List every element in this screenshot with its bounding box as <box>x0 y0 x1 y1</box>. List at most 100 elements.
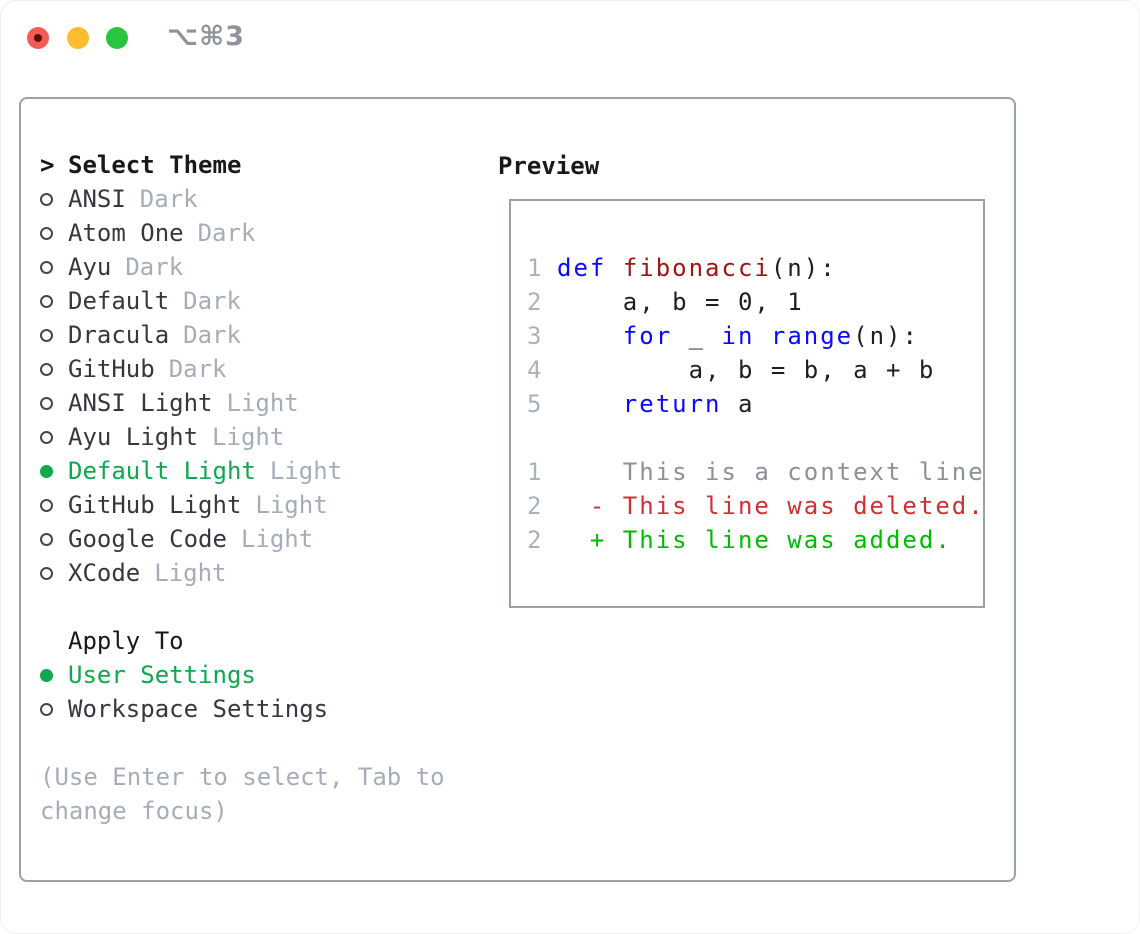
theme-option-label: Atom One <box>68 219 184 247</box>
radio-selected-icon <box>40 668 53 682</box>
theme-option-label: GitHub <box>68 355 155 383</box>
line-number: 4 <box>527 356 544 384</box>
code-token: return <box>622 390 722 418</box>
help-text-line-2: change focus) <box>40 794 445 828</box>
radio-unselected-icon <box>40 532 53 546</box>
code-token: fibonacci <box>622 254 771 282</box>
theme-variant-label: Dark <box>168 355 227 383</box>
radio-unselected-icon <box>40 260 53 274</box>
theme-option-label: Default Light <box>68 457 256 485</box>
spacer-row <box>40 726 445 760</box>
theme-variant-label: Light <box>255 491 328 519</box>
code-token: def <box>557 254 607 282</box>
code-line: 3 for _ in range(n): <box>527 319 983 353</box>
theme-option[interactable]: GitHub Dark <box>40 352 445 386</box>
radio-unselected-icon <box>40 396 53 410</box>
code-token: in <box>721 322 755 350</box>
theme-picker-header: > Select Theme <box>40 148 445 182</box>
code-line: 4 a, b = b, a + b <box>527 353 983 387</box>
radio-selected-icon <box>40 464 53 478</box>
code-token <box>557 390 623 418</box>
radio-unselected-icon <box>40 226 53 240</box>
apply-to-header-label: Apply To <box>68 627 184 655</box>
code-token: - This line was deleted. <box>557 492 985 520</box>
code-token <box>557 322 623 350</box>
radio-unselected-icon <box>40 702 53 716</box>
theme-option[interactable]: Default Dark <box>40 284 445 318</box>
apply-option-label: User Settings <box>68 661 256 689</box>
theme-variant-label: Light <box>269 457 343 485</box>
theme-variant-label: Light <box>240 525 314 553</box>
line-number: 2 <box>527 288 544 316</box>
radio-unselected-icon <box>40 498 53 512</box>
theme-variant-label: Dark <box>183 287 241 315</box>
theme-variant-label: Dark <box>139 185 198 213</box>
code-token: _ <box>672 322 722 350</box>
prompt-icon: > <box>40 151 55 179</box>
code-token: for <box>622 322 673 350</box>
line-number: 1 <box>527 458 544 486</box>
theme-option-label: ANSI Light <box>68 389 213 417</box>
minimize-button[interactable] <box>67 27 89 49</box>
theme-option[interactable]: Atom One Dark <box>40 216 445 250</box>
preview-title: Preview <box>498 152 600 180</box>
theme-option[interactable]: Default Light Light <box>40 454 445 488</box>
theme-option[interactable]: ANSI Dark <box>40 182 445 216</box>
theme-option-label: XCode <box>68 559 141 587</box>
theme-option-label: Default <box>68 287 170 315</box>
radio-unselected-icon <box>40 566 53 580</box>
code-token <box>754 322 770 350</box>
diff-line: 2 + This line was added. <box>527 523 983 557</box>
theme-variant-label: Light <box>154 559 227 587</box>
theme-option[interactable]: XCode Light <box>40 556 445 590</box>
apply-option[interactable]: User Settings <box>40 658 445 692</box>
theme-option[interactable]: Ayu Light Light <box>40 420 445 454</box>
theme-variant-label: Dark <box>125 253 184 281</box>
code-token: + This line was added. <box>557 526 952 554</box>
code-token: This is a context line. <box>557 458 985 486</box>
code-token: (n): <box>853 322 919 350</box>
radio-unselected-icon <box>40 294 53 308</box>
theme-option-label: Ayu Light <box>68 423 199 451</box>
code-token: a, b = b, a + b <box>557 356 936 384</box>
code-token: a, b = 0, 1 <box>557 288 804 316</box>
help-text: (Use Enter to select, Tab to <box>40 763 445 791</box>
code-token: (n): <box>770 254 837 282</box>
theme-variant-label: Dark <box>197 219 256 247</box>
theme-option-label: GitHub Light <box>68 491 242 519</box>
line-number: 2 <box>527 492 544 520</box>
apply-option[interactable]: Workspace Settings <box>40 692 445 726</box>
code-token: range <box>770 322 854 350</box>
line-number: 2 <box>527 526 544 554</box>
line-number: 3 <box>527 322 544 350</box>
theme-option[interactable]: GitHub Light Light <box>40 488 445 522</box>
help-text-line-1: (Use Enter to select, Tab to <box>40 760 445 794</box>
close-button[interactable] <box>27 27 49 49</box>
unsaved-dot-icon <box>34 34 42 42</box>
code-line: 2 a, b = 0, 1 <box>527 285 983 319</box>
radio-unselected-icon <box>40 192 53 206</box>
theme-variant-label: Light <box>226 389 299 417</box>
code-token <box>606 254 622 282</box>
theme-option-label: ANSI <box>68 185 126 213</box>
code-line: 5 return a <box>527 387 983 421</box>
theme-variant-label: Light <box>212 423 285 451</box>
radio-unselected-icon <box>40 362 53 376</box>
theme-picker-header-label: Select Theme <box>68 151 242 179</box>
zoom-button[interactable] <box>106 27 128 49</box>
spacer-line <box>527 421 983 455</box>
code-token: a <box>721 390 755 418</box>
line-number: 5 <box>527 390 544 418</box>
theme-option[interactable]: ANSI Light Light <box>40 386 445 420</box>
diff-line: 1 This is a context line. <box>527 455 983 489</box>
theme-variant-label: Dark <box>183 321 241 349</box>
radio-unselected-icon <box>40 430 53 444</box>
